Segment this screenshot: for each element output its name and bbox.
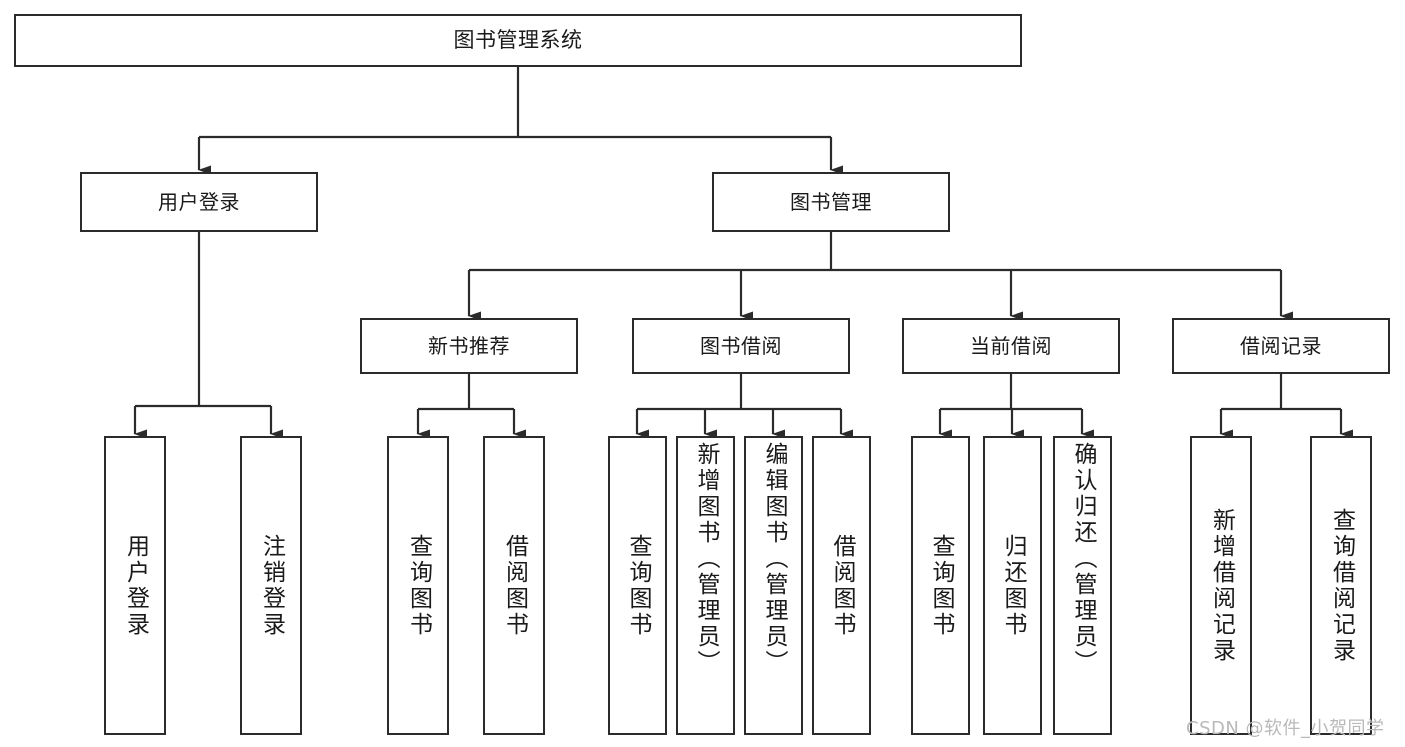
node-book-manage: 图书管理 [712, 172, 950, 232]
node-label: 确认归还（管理员） [1070, 442, 1096, 676]
node-leaf-query-book-3: 查询图书 [911, 436, 970, 735]
node-label: 查询图书 [625, 533, 651, 638]
node-label: 注销登录 [258, 533, 285, 638]
node-label: 编辑图书（管理员） [761, 442, 787, 676]
node-leaf-query-record: 查询借阅记录 [1310, 436, 1372, 735]
node-label: 图书借阅 [700, 333, 782, 358]
node-new-book-rec: 新书推荐 [360, 318, 578, 374]
node-leaf-query-book-2: 查询图书 [608, 436, 667, 735]
node-leaf-logout: 注销登录 [240, 436, 302, 735]
node-label: 归还图书 [1000, 533, 1026, 638]
node-label: 查询图书 [405, 533, 432, 638]
node-label: 图书管理 [790, 189, 872, 214]
node-borrow-record: 借阅记录 [1172, 318, 1390, 374]
node-leaf-edit-book: 编辑图书（管理员） [744, 436, 803, 735]
node-root: 图书管理系统 [14, 14, 1022, 67]
node-leaf-return-book: 归还图书 [983, 436, 1042, 735]
watermark-text: CSDN @软件_小贺同学 [1186, 718, 1385, 739]
node-label: 图书管理系统 [453, 27, 583, 52]
node-leaf-confirm-return: 确认归还（管理员） [1053, 436, 1112, 735]
node-label: 新书推荐 [428, 333, 510, 358]
node-leaf-borrow-book-2: 借阅图书 [812, 436, 871, 735]
connector-group [133, 67, 1353, 439]
node-user-login: 用户登录 [80, 172, 318, 232]
node-label: 借阅图书 [829, 533, 855, 638]
node-current-borrow: 当前借阅 [902, 318, 1120, 374]
node-label: 当前借阅 [970, 333, 1052, 358]
node-label: 查询借阅记录 [1328, 507, 1355, 664]
node-leaf-add-book: 新增图书（管理员） [676, 436, 735, 735]
node-book-borrow: 图书借阅 [632, 318, 850, 374]
node-label: 新增图书（管理员） [693, 442, 719, 676]
node-leaf-query-book-1: 查询图书 [387, 436, 449, 735]
node-label: 新增借阅记录 [1208, 507, 1235, 664]
node-leaf-user-login: 用户登录 [104, 436, 166, 735]
node-label: 用户登录 [122, 533, 149, 638]
node-label: 用户登录 [158, 189, 240, 214]
node-label: 借阅图书 [501, 533, 528, 638]
node-leaf-add-record: 新增借阅记录 [1190, 436, 1252, 735]
node-label: 查询图书 [928, 533, 954, 638]
node-leaf-borrow-book-1: 借阅图书 [483, 436, 545, 735]
node-label: 借阅记录 [1240, 333, 1322, 358]
